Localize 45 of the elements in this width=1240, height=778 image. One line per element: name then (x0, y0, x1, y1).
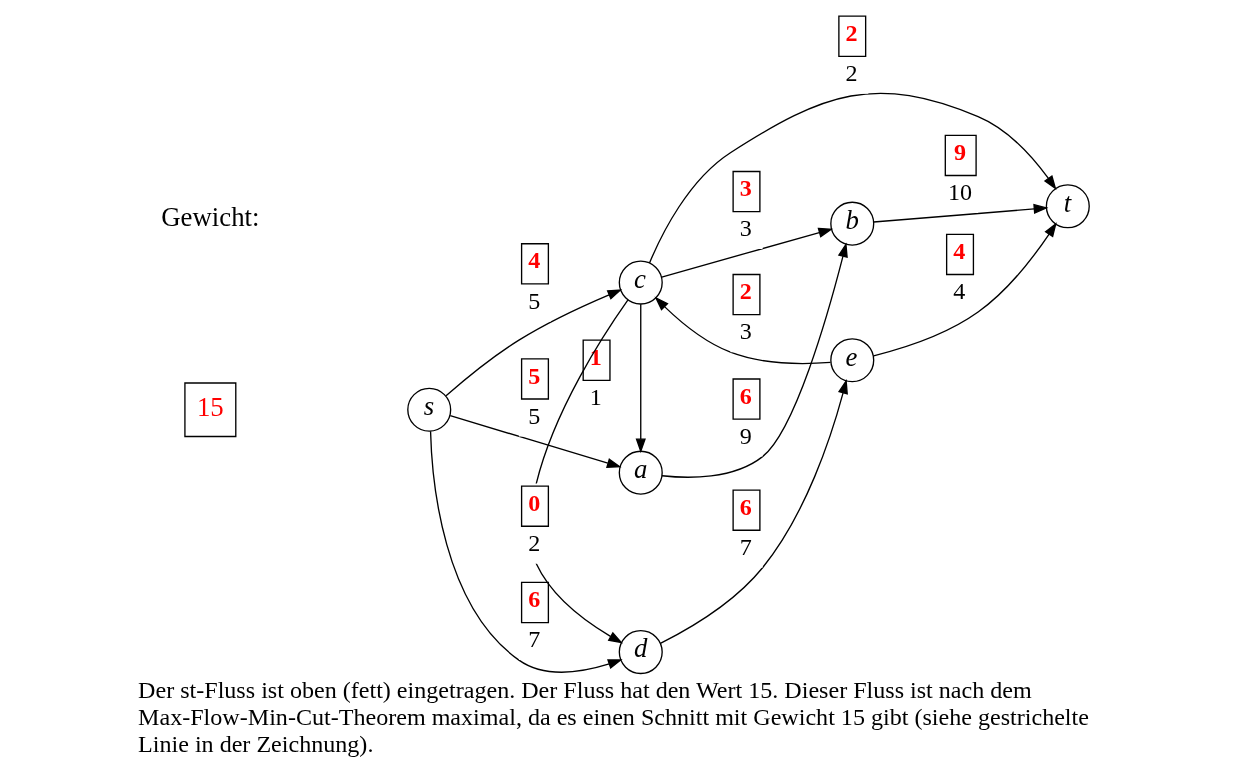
edge-label: 1 (589, 383, 602, 410)
caption: Der st-Fluss ist oben (fett) eingetragen. Der Fluss hat den Wert 15. Dieser Fluss ist nach dem Max-Flow-Min-Cut-Theorem maximal, da es einen Schnitt mit Gewicht 15 gibt (siehe gestrichelte Linie in der Zeichnung). (138, 677, 1089, 757)
arrow (873, 222, 1057, 357)
arrow (661, 227, 834, 278)
node-circle: t (1045, 184, 1090, 229)
label: 4 (528, 247, 541, 274)
label: 2 (739, 278, 752, 305)
arrow (429, 430, 623, 673)
node-circle: s (407, 387, 452, 432)
label: Gewicht: (161, 202, 260, 233)
arrow (445, 289, 623, 397)
node-circle: a (618, 450, 663, 495)
arrow (654, 296, 832, 365)
arrow (661, 242, 848, 478)
node-circle: c (618, 260, 663, 305)
arrow (635, 303, 646, 454)
label: 4 (953, 238, 966, 265)
label: 5 (528, 362, 541, 389)
node-circle: b (830, 201, 875, 246)
edge-label: 5 (528, 287, 541, 314)
arrow (449, 415, 622, 468)
node-circle: d (618, 629, 663, 675)
label: 15 (196, 392, 224, 423)
label: 9 (954, 138, 967, 165)
label: 3 (739, 175, 752, 202)
arrow (648, 92, 1057, 264)
label: 6 (528, 586, 541, 613)
edge-label: 9 (739, 422, 752, 449)
edge-label: 4 (953, 278, 966, 305)
label: 6 (739, 382, 752, 409)
arrow (872, 203, 1049, 223)
edge-label: 7 (739, 533, 752, 560)
edge-label: 3 (739, 318, 752, 345)
node-circle: e (830, 338, 875, 383)
arrow (659, 379, 848, 645)
label: 1 (589, 343, 602, 370)
edge-label: 3 (739, 215, 752, 242)
edge-label: 2 (528, 529, 541, 556)
edge-label: 2 (845, 59, 858, 86)
edge-label: 7 (528, 626, 541, 653)
label: 0 (528, 489, 541, 516)
edge-label: 10 (947, 179, 973, 206)
edge-label: 5 (528, 402, 541, 429)
label: 2 (845, 19, 858, 46)
label: 6 (739, 493, 752, 520)
